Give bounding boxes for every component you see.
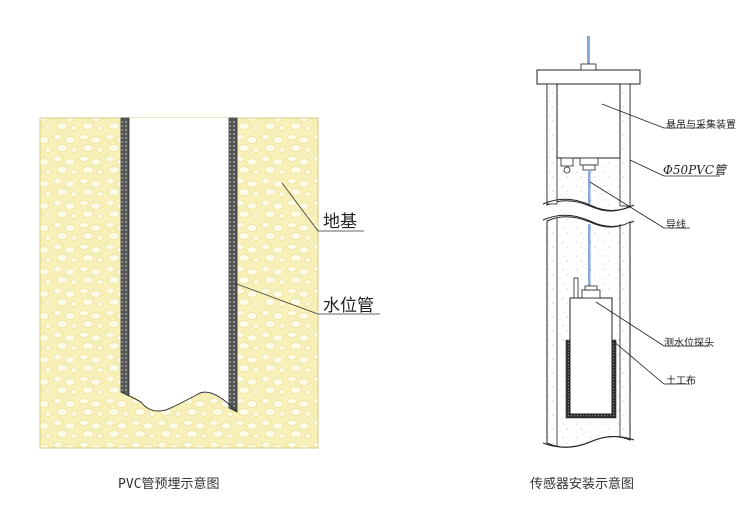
label-wire: 导线: [666, 220, 686, 231]
leader-probe: [595, 301, 665, 347]
wire-upper: [588, 170, 591, 204]
pipe-wall-left: [120, 117, 130, 397]
pipe-break-line: [120, 391, 238, 413]
left-figure: [39, 117, 380, 449]
wire-lower: [588, 224, 591, 294]
water-level-probe: [569, 297, 613, 415]
break-line-upper: [542, 198, 635, 211]
cap-plate: [536, 69, 641, 85]
leader-foundation: [281, 182, 319, 232]
wire-top: [587, 36, 590, 70]
right-figure: [536, 36, 720, 448]
leader-pvc-pipe: [629, 159, 665, 177]
leader-water-pipe: [233, 282, 319, 315]
label-pvc-pipe: Φ50PVC管: [663, 163, 727, 177]
leader-hanging-device: [601, 103, 665, 129]
leader-geotextile: [611, 339, 665, 385]
label-geotextile: 土工布: [666, 376, 696, 387]
caption-left: PVC管预埋示意图: [118, 477, 220, 492]
label-water-pipe: 水位管: [323, 296, 374, 316]
leader-wire: [589, 181, 665, 229]
label-hanging-device: 悬吊与采集装置: [666, 120, 736, 131]
cap-nut: [580, 63, 597, 71]
caption-right: 传感器安装示意图: [530, 477, 635, 492]
label-probe: 测水位探头: [664, 338, 714, 349]
pipe-interior: [129, 118, 229, 411]
label-foundation: 地基: [323, 212, 357, 232]
pipe-wall-right: [228, 117, 238, 413]
hanging-acquisition-device: [556, 83, 621, 159]
